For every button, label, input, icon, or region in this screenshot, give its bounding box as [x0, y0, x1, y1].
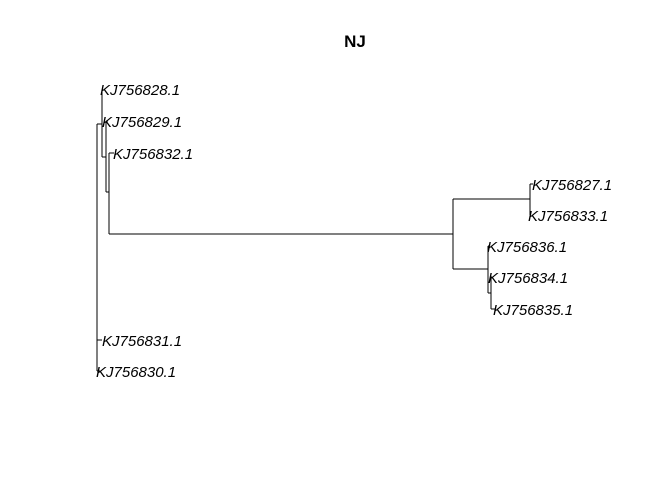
tip-label: KJ756830.1: [96, 364, 176, 381]
tip-label: KJ756828.1: [100, 82, 180, 99]
tip-label: KJ756834.1: [488, 270, 568, 287]
tip-label: KJ756835.1: [493, 302, 573, 319]
tip-label: KJ756833.1: [528, 208, 608, 225]
tip-label: KJ756827.1: [532, 177, 612, 194]
tree-title: NJ: [344, 32, 366, 51]
tip-label: KJ756829.1: [102, 114, 182, 131]
tip-label: KJ756832.1: [113, 146, 193, 163]
tip-label: KJ756836.1: [487, 239, 567, 256]
tip-label: KJ756831.1: [102, 333, 182, 350]
tree-branches: [96, 89, 533, 372]
tip-labels: KJ756828.1 KJ756829.1 KJ756832.1 KJ75682…: [96, 82, 612, 381]
